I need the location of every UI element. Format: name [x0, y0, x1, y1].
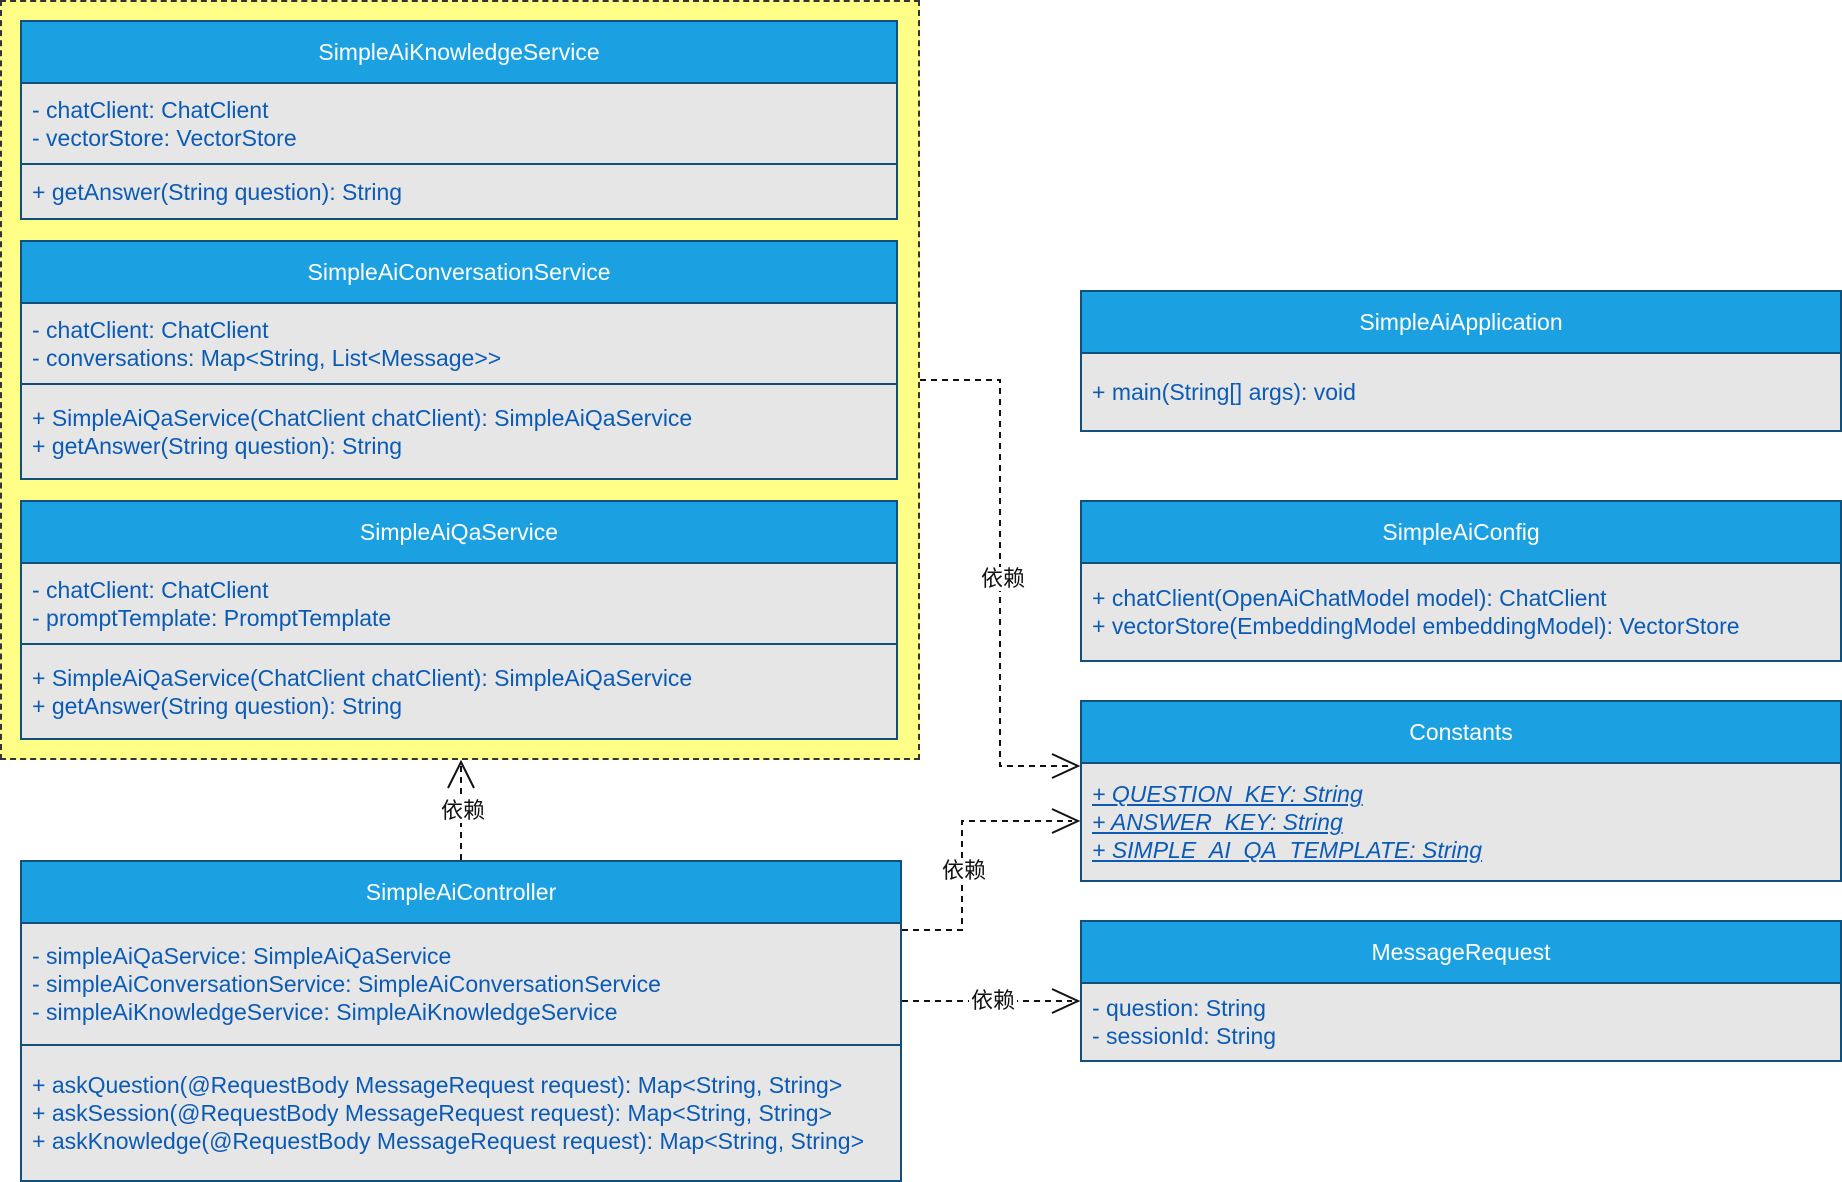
attribute: - sessionId: String — [1092, 1023, 1277, 1049]
methods-section: + main(String[] args): void — [1082, 354, 1840, 430]
class-name: SimpleAiConversationService — [22, 242, 896, 304]
attribute: - conversations: Map<String, List<Messag… — [32, 344, 502, 371]
attributes-section: - chatClient: ChatClient - vectorStore: … — [22, 84, 896, 163]
attributes-section: + QUESTION_KEY: String + ANSWER_KEY: Str… — [1082, 764, 1840, 880]
class-message-request[interactable]: MessageRequest - question: String - sess… — [1080, 920, 1842, 1062]
class-simple-ai-controller[interactable]: SimpleAiController - simpleAiQaService: … — [20, 860, 902, 1182]
edge-label: 依赖 — [940, 858, 989, 883]
class-simple-ai-knowledge-service[interactable]: SimpleAiKnowledgeService - chatClient: C… — [20, 20, 898, 220]
class-name: Constants — [1082, 702, 1840, 764]
attributes-section: - chatClient: ChatClient - promptTemplat… — [22, 564, 896, 643]
attribute: - promptTemplate: PromptTemplate — [32, 604, 392, 631]
attribute: - question: String — [1092, 995, 1266, 1021]
class-name: SimpleAiConfig — [1082, 502, 1840, 564]
class-constants[interactable]: Constants + QUESTION_KEY: String + ANSWE… — [1080, 700, 1842, 882]
attribute: - chatClient: ChatClient — [32, 316, 269, 343]
attributes-section: - simpleAiQaService: SimpleAiQaService -… — [22, 924, 900, 1044]
attribute: - chatClient: ChatClient — [32, 576, 269, 603]
method: + getAnswer(String question): String — [32, 178, 403, 205]
method: + chatClient(OpenAiChatModel model): Cha… — [1092, 585, 1607, 611]
class-simple-ai-conversation-service[interactable]: SimpleAiConversationService - chatClient… — [20, 240, 898, 480]
attribute: - vectorStore: VectorStore — [32, 124, 297, 151]
class-name: MessageRequest — [1082, 922, 1840, 984]
class-simple-ai-qa-service[interactable]: SimpleAiQaService - chatClient: ChatClie… — [20, 500, 898, 740]
methods-section: + askQuestion(@RequestBody MessageReques… — [22, 1044, 900, 1180]
attribute: - simpleAiQaService: SimpleAiQaService — [32, 943, 452, 969]
arrowhead-open — [447, 759, 475, 789]
arrowhead-open — [1051, 753, 1081, 779]
edge-label: 依赖 — [969, 988, 1018, 1013]
static-attribute: + SIMPLE_AI_QA_TEMPLATE: String — [1092, 837, 1483, 863]
class-simple-ai-config[interactable]: SimpleAiConfig + chatClient(OpenAiChatMo… — [1080, 500, 1842, 662]
edge-label: 依赖 — [979, 566, 1028, 591]
attribute: - chatClient: ChatClient — [32, 96, 269, 123]
class-name: SimpleAiKnowledgeService — [22, 22, 896, 84]
class-name: SimpleAiQaService — [22, 502, 896, 564]
method: + main(String[] args): void — [1092, 379, 1356, 405]
methods-section: + chatClient(OpenAiChatModel model): Cha… — [1082, 564, 1840, 660]
method: + askSession(@RequestBody MessageRequest… — [32, 1100, 833, 1126]
attributes-section: - chatClient: ChatClient - conversations… — [22, 304, 896, 383]
attributes-section: - question: String - sessionId: String — [1082, 984, 1840, 1060]
class-name: SimpleAiController — [22, 862, 900, 924]
static-attribute: + QUESTION_KEY: String — [1092, 781, 1363, 807]
class-simple-ai-application[interactable]: SimpleAiApplication + main(String[] args… — [1080, 290, 1842, 432]
class-name: SimpleAiApplication — [1082, 292, 1840, 354]
edge-label: 依赖 — [439, 798, 488, 823]
arrowhead-open — [1051, 988, 1081, 1014]
methods-section: + getAnswer(String question): String — [22, 163, 896, 218]
method: + askKnowledge(@RequestBody MessageReque… — [32, 1128, 864, 1154]
methods-section: + SimpleAiQaService(ChatClient chatClien… — [22, 643, 896, 738]
attribute: - simpleAiConversationService: SimpleAiC… — [32, 971, 661, 997]
static-attribute: + ANSWER_KEY: String — [1092, 809, 1343, 835]
method: + SimpleAiQaService(ChatClient chatClien… — [32, 404, 693, 431]
attribute: - simpleAiKnowledgeService: SimpleAiKnow… — [32, 999, 618, 1025]
method: + vectorStore(EmbeddingModel embeddingMo… — [1092, 613, 1740, 639]
method: + SimpleAiQaService(ChatClient chatClien… — [32, 664, 693, 691]
methods-section: + SimpleAiQaService(ChatClient chatClien… — [22, 383, 896, 478]
method: + getAnswer(String question): String — [32, 692, 403, 719]
arrowhead-open — [1051, 808, 1081, 834]
method: + askQuestion(@RequestBody MessageReques… — [32, 1072, 843, 1098]
method: + getAnswer(String question): String — [32, 432, 403, 459]
